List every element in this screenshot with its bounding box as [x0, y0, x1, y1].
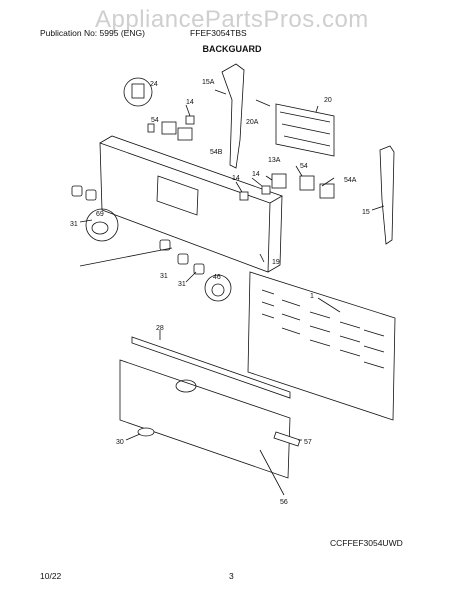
trim-strip	[131, 336, 291, 399]
callout-15a: 15A	[202, 79, 215, 86]
callout-57: 57	[304, 439, 312, 446]
footer-date: 10/22	[40, 571, 62, 581]
callout-31-a: 31	[70, 221, 78, 228]
callout-15: 15	[362, 209, 370, 216]
callout-31-c: 31	[178, 281, 186, 288]
detail-circle-24	[123, 77, 153, 107]
callout-30: 30	[116, 439, 124, 446]
page-number: 3	[229, 571, 234, 581]
panel-opening	[175, 379, 197, 393]
knob-31-c	[159, 239, 171, 251]
callout-54b: 54B	[210, 149, 223, 156]
clip-24	[147, 123, 155, 133]
model-number: FFEF3054TBS	[190, 28, 247, 38]
callout-56: 56	[280, 499, 288, 506]
electronic-control-board	[275, 103, 335, 157]
watermark: AppliancePartsPros.com	[95, 6, 369, 33]
callout-24: 24	[150, 81, 158, 88]
knob-31-d	[177, 253, 189, 265]
callout-19: 19	[272, 259, 280, 266]
knob-31-b	[85, 189, 97, 201]
side-bracket-right	[379, 145, 395, 245]
switch-54-b	[177, 127, 193, 141]
callout-54-right: 54	[300, 163, 308, 170]
display-window	[156, 175, 199, 216]
detail-circle-69	[85, 208, 119, 242]
part-57	[273, 431, 301, 447]
control-panel	[99, 142, 271, 273]
rear-cover-panel	[247, 271, 396, 421]
callout-13a: 13A	[268, 157, 281, 164]
detail-circle-46	[204, 274, 232, 302]
side-bracket-left	[221, 63, 245, 169]
lower-panel	[119, 359, 291, 479]
switch-13a	[271, 173, 287, 189]
grommet-30	[137, 427, 155, 437]
callout-20: 20	[324, 97, 332, 104]
clip-14-c	[261, 185, 271, 195]
diagram-code: CCFFEF3054UWD	[330, 538, 403, 548]
switch-54-a	[161, 121, 177, 135]
callout-20a: 20A	[246, 119, 259, 126]
callout-69: 69	[96, 211, 104, 218]
callout-46: 46	[213, 274, 221, 281]
knob-31-a	[71, 185, 83, 197]
callout-14-c: 14	[252, 171, 260, 178]
switch-54-c	[299, 175, 315, 191]
clip-14	[185, 115, 195, 125]
clip-14-b	[239, 191, 249, 201]
callout-31-b: 31	[160, 273, 168, 280]
section-title: BACKGUARD	[202, 44, 262, 54]
knob-31-e	[193, 263, 205, 275]
publication-number: Publication No: 5995 (ENG)	[40, 28, 145, 38]
callout-1: 1	[310, 293, 314, 300]
callout-14: 14	[186, 99, 194, 106]
callout-14-b: 14	[232, 175, 240, 182]
switch-54a	[319, 183, 335, 199]
callout-28: 28	[156, 325, 164, 332]
callout-54: 54	[151, 117, 159, 124]
callout-54a: 54A	[344, 177, 357, 184]
